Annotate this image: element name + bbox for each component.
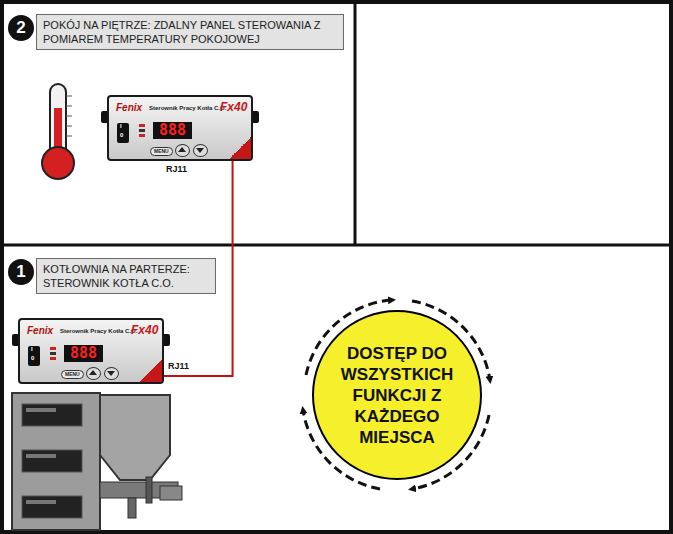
callout-number: 1 [8,259,34,285]
panel-detail [101,111,107,123]
panel-text: 888 [64,345,103,362]
panel-detail [140,360,162,382]
floor-line [2,244,671,247]
panel-detail [253,111,259,123]
panel-detail [139,134,145,137]
panel-text: Sterownik Pracy Kotła C.O. [60,328,137,334]
panel-detail [50,357,56,360]
panel-text: Fenix [27,325,53,336]
panel-text: Fenix [116,102,142,113]
caption-box: POKÓJ NA PIĘTRZE: ZDALNY PANEL STEROWANI… [36,14,344,50]
boiler [12,393,182,530]
panel-detail [164,334,170,346]
connector-name: RJ11 [168,361,189,371]
panel-detail [89,370,97,375]
node-text: POKÓJ NA PIĘTRZE: ZDALNY PANEL STEROWANI… [43,18,337,46]
cycle-arrows [303,300,490,489]
panel-text: MENU [150,147,173,156]
thermometer [42,84,74,179]
caption-box: KOTŁOWNIA NA PARTERZE: STEROWNIK KOTŁA C… [36,258,216,294]
panel-detail [178,147,186,152]
switch-mark: 0 [31,355,34,362]
callout-number: 2 [8,15,34,41]
panel-text: 888 [153,122,192,139]
connector-name: RJ11 [166,164,187,174]
panel-text: Fx40 [131,323,158,337]
panel-detail [196,148,204,153]
panel-text: MENU [61,370,84,379]
panel-text: Fx40 [220,100,247,114]
switch-mark: 0 [120,132,123,139]
panel-detail [50,347,56,350]
room-wall [354,2,357,245]
info-circle: DOSTĘP DO WSZYSTKICH FUNKCJI Z KAŻDEGO M… [312,310,482,480]
controller-panel: Fenix Sterownik Pracy Kotła C.O.Fx40 888ME… [107,95,253,161]
switch-mark: I [120,123,122,130]
node-text: KOTŁOWNIA NA PARTERZE: STEROWNIK KOTŁA C… [43,262,209,290]
panel-detail [107,371,115,376]
panel-detail [229,137,251,159]
panel-detail [12,334,18,346]
node-text: DOSTĘP DO WSZYSTKICH FUNKCJI Z KAŻDEGO M… [330,343,465,448]
panel-detail [50,352,56,355]
panel-detail [139,124,145,127]
controller-panel: Fenix Sterownik Pracy Kotła C.O.Fx40 888ME… [18,318,164,384]
panel-text: Sterownik Pracy Kotła C.O. [149,105,226,111]
panel-detail [139,129,145,132]
switch-mark: I [31,346,33,353]
